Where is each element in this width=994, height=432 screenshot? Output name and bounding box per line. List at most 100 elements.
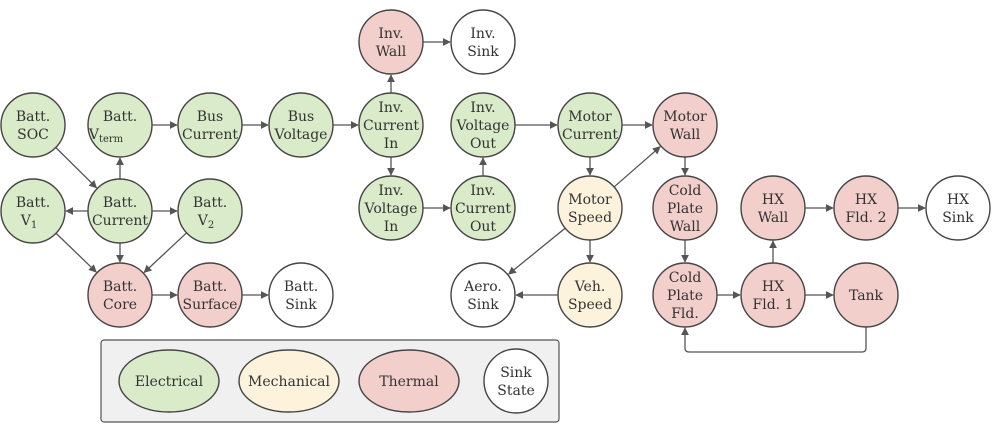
- node-bus-voltage-circle: [268, 92, 334, 158]
- node-tank-label: Tank: [849, 288, 884, 304]
- node-bus-current-label-line: Bus: [197, 109, 224, 125]
- node-batt-current: Batt.Current: [87, 178, 153, 244]
- node-inv-current-in-circle: [358, 92, 424, 158]
- node-batt-v2-circle: [177, 178, 243, 244]
- edge-motor-speed-to-aero-sink: [507, 227, 566, 275]
- node-batt-soc-label: Batt. SOC: [16, 109, 50, 143]
- node-batt-sink-label-line: Batt.: [284, 279, 318, 295]
- node-batt-sink-circle: [268, 262, 334, 328]
- node-motor-wall-label-line: Motor: [663, 109, 707, 125]
- node-batt-v1-circle: [0, 178, 66, 244]
- node-bus-voltage-label-line: Bus: [288, 109, 315, 125]
- node-batt-v2-label: Batt.V2: [193, 195, 227, 231]
- node-batt-current-label-line: Current: [92, 213, 148, 229]
- node-batt-surface-circle: [177, 262, 243, 328]
- legend-electrical-label-line: Electrical: [135, 374, 204, 390]
- node-batt-soc: Batt. SOC: [0, 92, 66, 158]
- node-inv-sink-label: Inv.Sink: [467, 26, 499, 60]
- node-inv-current-out-label-line: Current: [455, 201, 511, 217]
- node-tank-circle: [833, 262, 899, 328]
- node-batt-soc-circle: [0, 92, 66, 158]
- node-hx-fld2-label-line: HX: [855, 192, 877, 208]
- node-bus-current-label-line: Current: [182, 127, 238, 143]
- node-tank-label-line: Tank: [849, 288, 884, 304]
- node-batt-vterm: Batt.Vterm: [87, 92, 153, 158]
- node-veh-speed-label: Veh. Speed: [568, 279, 612, 313]
- legend-thermal-label-line: Thermal: [379, 374, 439, 390]
- node-batt-current-label: Batt.Current: [92, 195, 148, 229]
- node-inv-current-in-label-line: Inv.: [378, 100, 403, 116]
- legend-mechanical: Mechanical: [238, 349, 340, 413]
- node-batt-v1-label-subscript: 1: [31, 220, 37, 231]
- node-batt-v2: Batt.V2: [177, 178, 243, 244]
- node-batt-soc-label-line: SOC: [17, 127, 49, 143]
- node-inv-sink-circle: [450, 9, 516, 75]
- node-inv-voltage-in-label-line: Inv.: [378, 183, 403, 199]
- node-batt-surface-label-line: Surface: [183, 297, 238, 313]
- node-batt-v1-label-var: V: [20, 213, 32, 229]
- node-hx-fld1-label-line: Fld. 1: [753, 297, 794, 313]
- node-hx-wall-label-line: HX: [762, 192, 784, 208]
- node-cold-plate-wall-label-line: Wall: [670, 219, 701, 235]
- node-batt-sink-label: Batt.Sink: [284, 279, 318, 313]
- edge-batt-soc-to-batt-current: [55, 147, 98, 189]
- node-inv-wall: Inv.Wall: [358, 9, 424, 75]
- node-batt-core-label: Batt.Core: [103, 279, 137, 313]
- node-bus-current-circle: [177, 92, 243, 158]
- edge-tank-to-cold-plate-fld-loop: [681, 327, 867, 353]
- node-inv-voltage-out-label-line: Out: [470, 136, 496, 152]
- node-hx-wall-circle: [740, 175, 806, 241]
- node-batt-core: Batt.Core: [87, 262, 153, 328]
- legend-thermal: Thermal: [358, 349, 460, 413]
- node-hx-fld2-circle: [833, 175, 899, 241]
- node-aero-sink-label: Aero.Sink: [463, 279, 502, 313]
- edge-batt-v2-to-batt-core: [143, 232, 188, 274]
- node-cold-plate-wall-label-line: Cold: [669, 183, 702, 199]
- node-veh-speed-label-line: Speed: [568, 297, 612, 313]
- node-aero-sink-label-line: Sink: [467, 297, 499, 313]
- node-cold-plate-fld-circle: [652, 262, 718, 328]
- node-batt-core-circle: [87, 262, 153, 328]
- node-batt-surface-label: Batt. Surface: [183, 279, 238, 313]
- node-veh-speed: Veh. Speed: [557, 262, 623, 328]
- node-batt-vterm-label-subscript: term: [99, 134, 124, 145]
- node-batt-soc-label-line: Batt.: [16, 109, 50, 125]
- node-motor-speed-label-line: Speed: [568, 210, 612, 226]
- node-batt-core-label-line: Core: [103, 297, 137, 313]
- edge-batt-v1-to-batt-core: [55, 232, 97, 273]
- node-inv-sink-label-line: Sink: [467, 44, 499, 60]
- legend-thermal-shape: [358, 349, 460, 413]
- node-batt-surface-label-line: Batt.: [193, 279, 227, 295]
- node-cold-plate-wall-label-line: Plate: [667, 201, 703, 217]
- node-inv-voltage-in-circle: [358, 175, 424, 241]
- node-batt-v1: Batt.V1: [0, 178, 66, 244]
- node-batt-vterm-label: Batt.Vterm: [88, 109, 137, 145]
- node-inv-current-out-label-line: Inv.: [470, 183, 495, 199]
- node-aero-sink: Aero.Sink: [450, 262, 516, 328]
- node-veh-speed-label-line: Veh.: [574, 279, 606, 295]
- node-batt-vterm-circle: [87, 92, 153, 158]
- node-inv-voltage-out-circle: [450, 92, 516, 158]
- legend-sink-label-line: Sink: [500, 365, 532, 381]
- node-inv-voltage-in-label-line: In: [384, 219, 399, 235]
- legend-mechanical-label: Mechanical: [248, 374, 331, 390]
- node-inv-wall-label-line: Wall: [376, 44, 407, 60]
- node-inv-wall-circle: [358, 9, 424, 75]
